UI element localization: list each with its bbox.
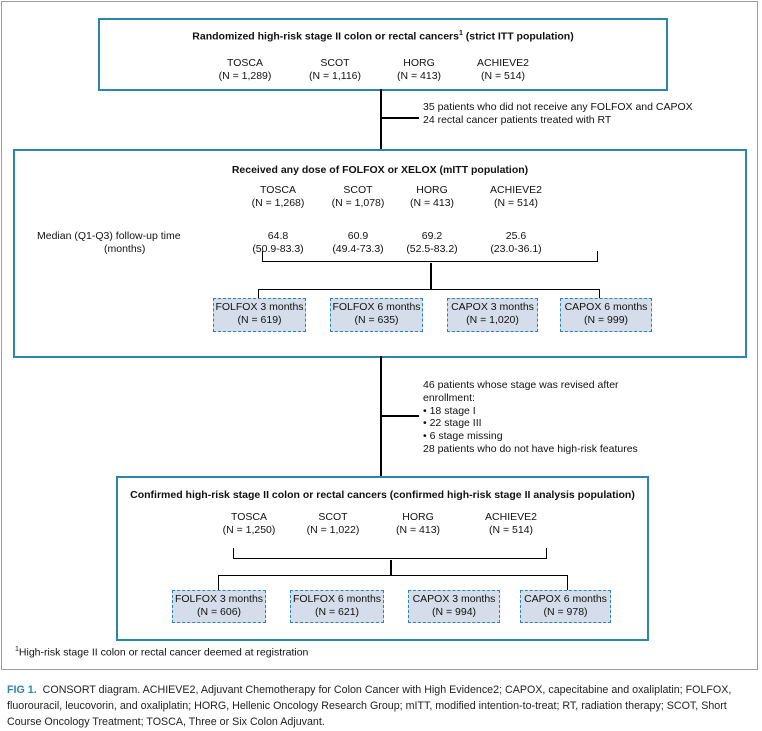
study-scot-randomized: SCOT(N = 1,116) [308,57,362,82]
split-bracket [218,575,568,592]
study-tosca-confirmed: TOSCA(N = 1,250) [222,511,276,536]
footnote: 1High-risk stage II colon or rectal canc… [15,644,308,659]
caption-text: CONSORT diagram. ACHIEVE2, Adjuvant Chem… [7,684,732,728]
study-tosca-randomized: TOSCA(N = 1,289) [218,57,272,82]
study-horg-mitt: HORG(N = 413) [409,184,455,209]
footnote-text: High-risk stage II colon or rectal cance… [18,646,309,659]
followup-label: Median (Q1-Q3) follow-up time (months) [37,230,181,255]
merge-bracket [233,548,547,559]
study-scot-confirmed: SCOT(N = 1,022) [306,511,360,536]
study-horg-randomized: HORG(N = 413) [396,57,442,82]
flow-connector [430,263,432,290]
arm-capox-3-months-confirmed: CAPOX 3 months(N = 994) [408,590,500,623]
followup-achieve2: 25.6(23.0-36.1) [490,230,542,255]
split-bracket [258,289,600,300]
footnote-marker: 1 [15,646,19,653]
study-achieve2-randomized: ACHIEVE2(N = 514) [477,57,529,82]
study-scot-mitt: SCOT(N = 1,078) [331,184,385,209]
footnote-marker: 1 [458,30,463,37]
figure-label: FIG 1. [7,684,37,696]
merge-bracket [262,251,598,262]
study-achieve2-confirmed: ACHIEVE2(N = 514) [485,511,537,536]
flow-connector [380,356,382,476]
study-achieve2-mitt: ACHIEVE2(N = 514) [490,184,542,209]
mitt-population-title: Received any dose of FOLFOX or XELOX (mI… [231,164,529,176]
confirmed-population-title: Confirmed high-risk stage II colon or re… [130,489,635,501]
randomized-title-text: Randomized high-risk stage II colon or r… [192,30,459,43]
exclusion-branch [381,415,419,417]
figure-caption: FIG 1. CONSORT diagram. ACHIEVE2, Adjuva… [7,682,755,730]
randomized-title-suffix: (strict ITT population) [462,30,574,43]
arm-folfox-3-months-mitt: FOLFOX 3 months(N = 619) [213,298,306,332]
arm-capox-6-months-confirmed: CAPOX 6 months(N = 978) [520,590,611,623]
followup-scot: 60.9(49.4-73.3) [332,230,384,255]
study-tosca-mitt: TOSCA(N = 1,268) [251,184,305,209]
followup-horg: 69.2(52.5-83.2) [406,230,458,255]
exclusion-note-1: 35 patients who did not receive any FOLF… [423,101,693,126]
followup-tosca: 64.8(50.9-83.3) [252,230,304,255]
exclusion-note-2: 46 patients whose stage was revised afte… [423,379,638,455]
arm-folfox-6-months-confirmed: FOLFOX 6 months(N = 621) [290,590,384,623]
randomized-population-box [98,18,668,91]
figure-frame [1,1,758,670]
arm-capox-6-months-mitt: CAPOX 6 months(N = 999) [560,298,652,332]
arm-folfox-6-months-mitt: FOLFOX 6 months(N = 635) [330,298,423,332]
flow-connector [380,89,382,149]
study-horg-confirmed: HORG(N = 413) [395,511,441,536]
flow-connector [390,560,392,575]
arm-folfox-3-months-confirmed: FOLFOX 3 months(N = 606) [172,590,266,623]
arm-capox-3-months-mitt: CAPOX 3 months(N = 1,020) [447,298,538,332]
exclusion-branch [381,117,419,119]
randomized-population-title: Randomized high-risk stage II colon or r… [98,30,668,43]
